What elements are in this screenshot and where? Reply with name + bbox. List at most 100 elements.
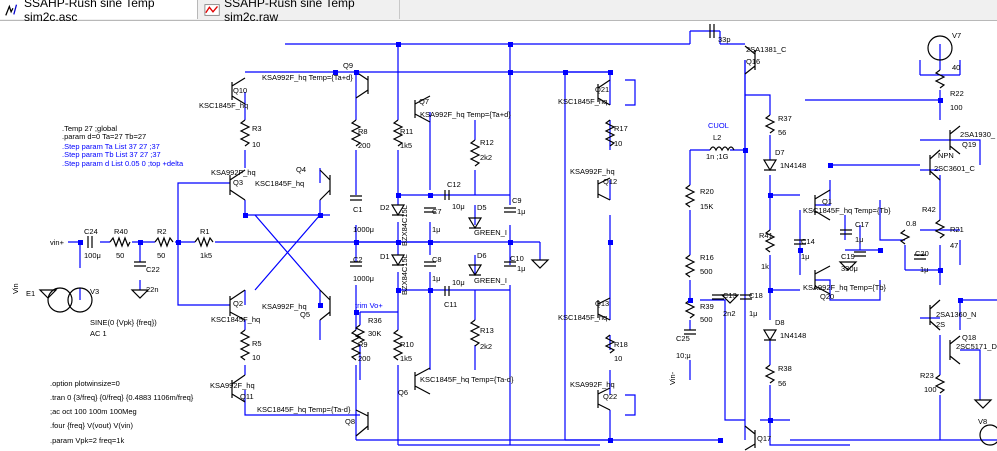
tab-label: SSAHP-Rush sine Temp sim2c.raw	[224, 0, 355, 24]
junction	[354, 310, 359, 315]
wire	[359, 311, 398, 380]
transistor-symbol	[229, 289, 246, 321]
ground-symbol	[838, 261, 858, 271]
component-value: 33p	[718, 35, 731, 44]
component-label: Q5	[300, 310, 310, 319]
wire	[244, 92, 330, 216]
component-value: 10	[614, 354, 622, 363]
resistor-symbol	[934, 69, 946, 89]
tab-waveform[interactable]: SSAHP-Rush sine Temp sim2c.raw	[200, 0, 400, 24]
junction	[768, 193, 773, 198]
wire	[770, 194, 801, 291]
node-label: trim Vo+	[355, 301, 383, 310]
junction	[396, 42, 401, 47]
component-label: R41	[759, 231, 773, 240]
ground-symbol	[720, 294, 740, 304]
wire	[177, 182, 230, 306]
wire	[745, 94, 771, 420]
junction	[428, 240, 433, 245]
component-label: C24	[84, 227, 98, 236]
transistor-symbol	[319, 289, 331, 321]
transistor-symbol	[229, 169, 246, 201]
junction	[354, 240, 359, 245]
component-label: R1	[200, 227, 210, 236]
component-value: 30K	[368, 329, 381, 338]
junction	[138, 240, 143, 245]
transistor-symbol	[949, 125, 961, 155]
component-model: KSC1845F_hq	[558, 97, 607, 106]
wire	[564, 71, 610, 441]
labels-group: .Temp 27 ;global .param d=0 Ta=27 Tb=27 …	[11, 31, 997, 445]
junction	[318, 213, 323, 218]
junction	[688, 298, 693, 303]
component-label: Q10	[233, 86, 247, 95]
capacitor-symbol	[424, 207, 436, 267]
node-label: vin+	[50, 238, 65, 247]
transistor-symbol	[929, 299, 941, 331]
junctions-group	[78, 42, 963, 443]
transistor-symbol	[949, 335, 961, 365]
component-label: C9	[512, 196, 522, 205]
component-label: R17	[614, 124, 628, 133]
directive-line: .Step param Ta List 37 27 ;37	[62, 142, 160, 151]
junction	[318, 303, 323, 308]
source-label: SINE(0 {Vpk} {freq})	[90, 318, 157, 327]
component-value: 56	[778, 379, 786, 388]
component-label: Q6	[398, 388, 408, 397]
resistor-symbol	[764, 229, 776, 253]
component-value: 1μ	[432, 274, 441, 283]
component-model: KSA992F_hq Temp={Ta+d}	[420, 110, 511, 119]
resistor-symbol	[109, 236, 131, 248]
component-value: 1μ	[855, 235, 864, 244]
component-label: R5	[252, 339, 262, 348]
resistor-symbol	[154, 236, 174, 248]
component-label: R16	[700, 253, 714, 262]
source-label: V7	[952, 31, 961, 40]
component-label: R37	[778, 114, 792, 123]
resistor-symbol	[354, 324, 366, 343]
junction	[396, 240, 401, 245]
wire	[815, 180, 881, 301]
zener-diode-symbol	[390, 254, 406, 267]
component-value: GREEN_I	[474, 276, 507, 285]
component-value: 1N4148	[780, 161, 806, 170]
component-value: 1k	[761, 262, 769, 271]
component-label: C10	[510, 254, 524, 263]
voltage-source-symbol	[47, 287, 73, 313]
schematic-canvas[interactable]: .Temp 27 ;global .param d=0 Ta=27 Tb=27 …	[0, 20, 997, 451]
component-label: D2	[380, 203, 390, 212]
resistor-symbol	[934, 219, 946, 239]
component-model: KSA992F_hq	[211, 168, 256, 177]
component-label: Q3	[233, 178, 243, 187]
component-value: 500	[700, 267, 713, 276]
component-value: 10;μ	[676, 351, 691, 360]
component-value: 1μ	[517, 264, 526, 273]
component-model: BZX84C15L	[400, 205, 409, 246]
resistor-symbol	[392, 329, 404, 361]
junction	[508, 240, 513, 245]
component-label: R23	[920, 371, 934, 380]
node-label: Vin	[11, 283, 20, 294]
component-value: 330μ	[841, 264, 858, 273]
junction	[333, 70, 338, 75]
component-label: C1	[353, 205, 363, 214]
component-model: KSC1845F_hq Temp={Tb}	[803, 206, 891, 215]
component-value: 1N4148	[780, 331, 806, 340]
component-model: KSC1845F_hq	[255, 179, 304, 188]
resistor-symbol	[392, 119, 404, 147]
transistor-symbol	[355, 409, 369, 437]
voltage-source-symbol	[67, 287, 93, 313]
resistor-symbol	[239, 329, 251, 361]
capacitor-symbol	[854, 251, 866, 257]
component-label: C2	[353, 255, 363, 264]
component-label: D7	[775, 148, 785, 157]
component-value: 10μ	[452, 278, 465, 287]
component-label: R13	[480, 326, 494, 335]
component-value: 1μ	[749, 309, 758, 318]
component-label: Q8	[345, 417, 355, 426]
junction	[828, 163, 833, 168]
component-label: C13	[723, 291, 737, 300]
junction	[243, 213, 248, 218]
component-value: 1000μ	[353, 225, 374, 234]
tab-schematic[interactable]: SSAHP-Rush sine Temp sim2c.asc	[0, 0, 198, 24]
